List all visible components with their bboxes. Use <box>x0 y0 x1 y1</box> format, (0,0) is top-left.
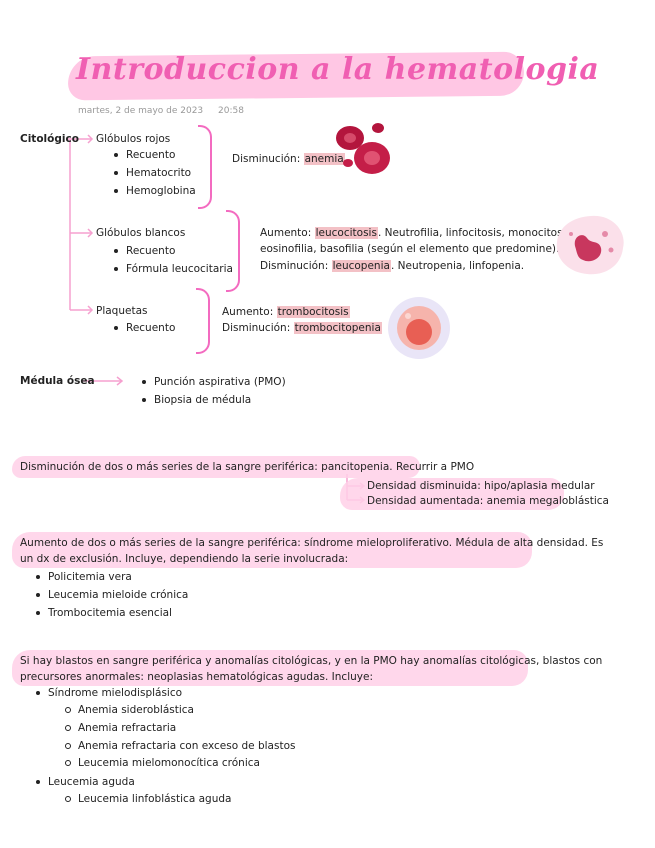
highlight-trombocitosis: trombocitosis <box>276 306 350 318</box>
line-prefix: Disminución: <box>222 322 294 334</box>
list-item: Anemia refractaria con exceso de blastos <box>64 740 296 752</box>
neoplasias-line1: Si hay blastos en sangre periférica y an… <box>20 655 603 667</box>
list-item: Anemia sideroblástica <box>65 704 194 716</box>
note-time: 20:58 <box>218 106 244 116</box>
globulos-blancos-line2: eosinofilia, basofilia (según el element… <box>260 243 560 255</box>
citologico-label: Citológico <box>20 133 79 145</box>
mieloproliferativo-line1: Aumento de dos o más series de la sangre… <box>20 537 604 549</box>
list-item: Trombocitemia esencial <box>36 607 172 619</box>
list-item: Punción aspirativa (PMO) <box>142 376 286 388</box>
list-item: Recuento <box>113 245 176 257</box>
line-prefix: Disminución: <box>260 260 332 272</box>
highlight-band <box>12 532 532 568</box>
brace-globulos-blancos <box>226 210 240 292</box>
globulos-blancos-line1: Aumento: leucocitosis. Neutrofilia, linf… <box>260 226 574 240</box>
highlight-anemia: anemia <box>303 153 345 165</box>
plaquetas-line1: Aumento: trombocitosis <box>222 305 350 319</box>
brace-plaquetas <box>196 288 210 354</box>
line-prefix: Aumento: <box>260 227 315 239</box>
list-item: Síndrome mielodisplásico <box>35 687 183 699</box>
white-blood-cell-illustration <box>556 215 624 275</box>
title-block: Introduccion a la hematologia <box>62 44 599 106</box>
globulos-rojos-note: Disminución: anemia <box>232 152 345 166</box>
highlight-band <box>12 456 420 478</box>
list-item: Leucemia mielomonocítica crónica <box>65 757 260 769</box>
line-prefix: Aumento: <box>222 306 277 318</box>
list-item: Anemia refractaria <box>64 722 177 734</box>
highlight-leucocitosis: leucocitosis <box>314 227 378 239</box>
list-item: Policitemia vera <box>36 571 132 583</box>
plaquetas-label: Plaquetas <box>96 305 148 317</box>
list-item: Hematocrito <box>113 167 192 179</box>
neoplasias-line2: precursores anormales: neoplasias hemato… <box>20 671 373 683</box>
medula-label: Médula ósea <box>20 375 95 387</box>
list-item: Leucemia aguda <box>36 776 135 788</box>
highlight-leucopenia: leucopenia <box>331 260 391 272</box>
note-date: martes, 2 de mayo de 2023 <box>78 106 204 116</box>
brace-globulos-rojos <box>198 125 212 209</box>
list-item: Recuento <box>113 322 176 334</box>
globulos-blancos-line3: Disminución: leucopenia. Neutropenia, li… <box>260 259 524 273</box>
list-item: Hemoglobina <box>114 185 196 197</box>
list-item: Recuento <box>113 149 176 161</box>
pancitopenia-branch-1: Densidad disminuida: hipo/aplasia medula… <box>367 480 595 492</box>
pancitopenia-branch-2: Densidad aumentada: anemia megaloblástic… <box>367 495 609 507</box>
line-suffix: . Neutropenia, linfopenia. <box>390 260 525 272</box>
note-prefix: Disminución: <box>232 153 304 165</box>
list-item: Leucemia mieloide crónica <box>35 589 189 601</box>
pancitopenia-text: Disminución de dos o más series de la sa… <box>20 461 475 473</box>
highlight-band <box>340 478 564 510</box>
highlight-trombocitopenia: trombocitopenia <box>293 322 382 334</box>
mieloproliferativo-line2: un dx de exclusión. Incluye, dependiendo… <box>20 553 349 565</box>
list-item: Biopsia de médula <box>141 394 252 406</box>
highlight-band <box>12 650 528 686</box>
page-title: Introduccion a la hematologia <box>76 52 600 87</box>
list-item: Fórmula leucocitaria <box>114 263 233 275</box>
red-blood-cells-illustration <box>336 123 390 174</box>
globulos-blancos-label: Glóbulos blancos <box>96 227 186 239</box>
line-suffix: . Neutrofilia, linfocitosis, monocitosis… <box>377 227 575 239</box>
platelet-cell-illustration <box>388 297 450 359</box>
list-item: Leucemia linfoblástica aguda <box>64 793 232 805</box>
plaquetas-line2: Disminución: trombocitopenia <box>222 321 382 335</box>
globulos-rojos-label: Glóbulos rojos <box>96 133 171 145</box>
